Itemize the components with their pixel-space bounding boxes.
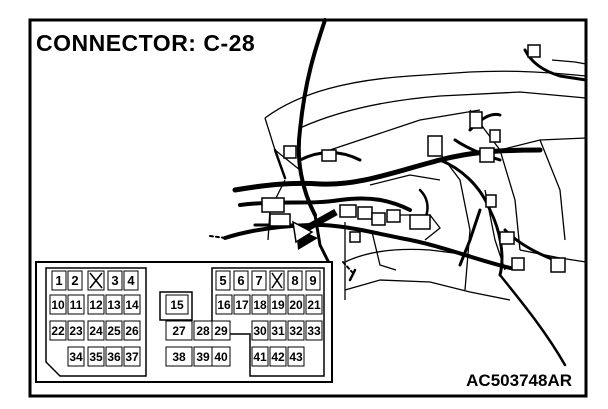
cavity <box>87 346 105 367</box>
cavity <box>251 270 267 291</box>
cavity-number: 40 <box>214 350 228 364</box>
cavity-number: 29 <box>214 324 228 338</box>
cavity <box>269 320 287 341</box>
cavity-number: 10 <box>51 298 65 312</box>
cavity <box>215 294 233 315</box>
cavity-number: 18 <box>253 298 267 312</box>
cavity <box>233 294 251 315</box>
cavity <box>287 270 303 291</box>
cavity-number: 1 <box>55 273 62 288</box>
cavity-number: 24 <box>89 324 103 338</box>
figure-code: AC503748AR <box>466 371 572 390</box>
cavity <box>51 270 67 291</box>
pointer-arrow <box>292 208 338 250</box>
connector-title: CONNECTOR: C-28 <box>36 30 256 56</box>
cavity <box>123 320 141 341</box>
cavity <box>233 270 249 291</box>
cavity-number: 17 <box>235 298 249 312</box>
cavity <box>269 294 287 315</box>
cavity-number: 8 <box>291 273 298 288</box>
cavity-number: 27 <box>172 324 186 338</box>
empty-cavity-mark <box>271 272 283 289</box>
cavity <box>67 294 85 315</box>
cavity <box>211 320 231 341</box>
cavity-number: 28 <box>196 324 210 338</box>
cavity-number: 42 <box>271 350 285 364</box>
cavity <box>251 320 269 341</box>
cavity <box>67 346 85 367</box>
cavity-number: 41 <box>253 350 267 364</box>
cavity <box>165 294 189 315</box>
cavity-number: 35 <box>89 350 103 364</box>
cavity-number: 7 <box>255 273 262 288</box>
cavity-number: 9 <box>309 273 316 288</box>
cavity <box>165 320 193 341</box>
cavity <box>305 294 323 315</box>
cavity <box>107 270 123 291</box>
cavity-number: 31 <box>271 324 285 338</box>
cavity-number: 39 <box>196 350 210 364</box>
small-connectors <box>261 44 566 273</box>
cavity-number: 4 <box>127 273 135 288</box>
cavity-number: 25 <box>107 324 121 338</box>
cavity-number: 38 <box>172 350 186 364</box>
cavity-number: 32 <box>289 324 303 338</box>
cavity-number: 2 <box>71 273 78 288</box>
cavity-number: 43 <box>289 350 303 364</box>
cavity-number: 21 <box>307 298 321 312</box>
cavity <box>105 346 123 367</box>
cavity <box>123 346 141 367</box>
cavity-number: 13 <box>107 298 121 312</box>
cavity-number: 19 <box>271 298 285 312</box>
cavity-number: 6 <box>237 273 244 288</box>
cavity <box>251 346 269 367</box>
cavity <box>287 346 305 367</box>
cavity <box>123 270 139 291</box>
cavity <box>123 294 141 315</box>
cavity-number: 34 <box>69 350 83 364</box>
cavity-number: 36 <box>107 350 121 364</box>
cavity-number: 3 <box>111 273 118 288</box>
cavity-number: 37 <box>125 350 139 364</box>
cavity <box>305 320 323 341</box>
cavity <box>165 346 193 367</box>
cavity <box>251 294 269 315</box>
cavity <box>49 294 67 315</box>
cavity-number: 14 <box>125 298 139 312</box>
cavity-number: 26 <box>125 324 139 338</box>
cavity <box>211 346 231 367</box>
cavity-number: 33 <box>307 324 321 338</box>
cavity <box>49 320 67 341</box>
cavity <box>105 294 123 315</box>
cavity-number: 30 <box>253 324 267 338</box>
cavity-number: 12 <box>89 298 103 312</box>
cavity <box>105 320 123 341</box>
cavity <box>87 294 105 315</box>
cavity-number: 15 <box>170 298 184 312</box>
cavity-number: 20 <box>289 298 303 312</box>
cavity-number: 5 <box>219 273 226 288</box>
cavity-number: 22 <box>51 324 65 338</box>
cavity <box>67 270 83 291</box>
cavity-number: 23 <box>69 324 83 338</box>
cavity <box>287 294 305 315</box>
cavity <box>67 320 85 341</box>
cavity <box>287 320 305 341</box>
cavity <box>87 320 105 341</box>
cavity <box>305 270 321 291</box>
cavity-number: 16 <box>217 298 231 312</box>
empty-cavity-mark <box>89 272 103 289</box>
cavity-number: 11 <box>70 298 83 312</box>
cavity <box>269 346 287 367</box>
cavity <box>215 270 231 291</box>
